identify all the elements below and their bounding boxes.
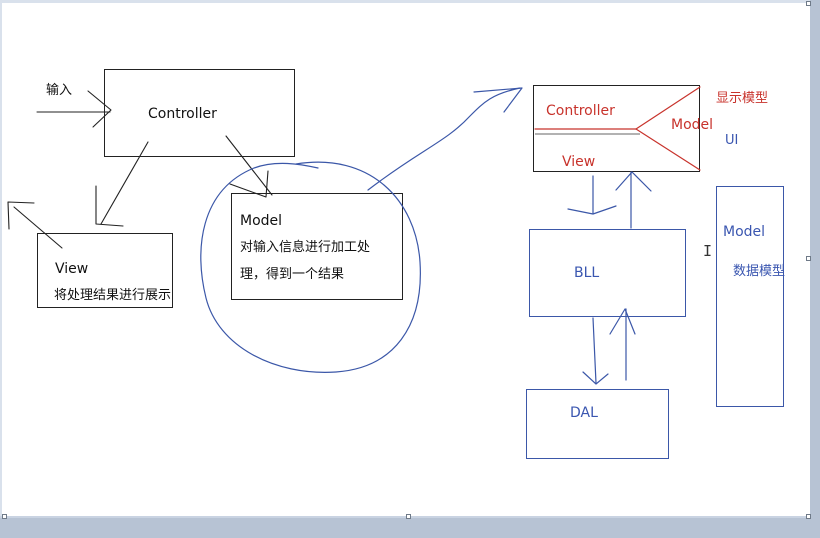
ui-view-label: View bbox=[562, 154, 596, 170]
model-title: Model bbox=[240, 213, 283, 229]
circle-to-ui-arrowhead bbox=[473, 87, 523, 113]
ui-box[interactable] bbox=[533, 85, 700, 172]
bll-to-dal-arrowhead bbox=[582, 371, 609, 385]
controller-to-view-arrow bbox=[100, 141, 149, 225]
model-description-line2: 理，得到一个结果 bbox=[240, 267, 345, 282]
bll-to-dal-arrow bbox=[592, 317, 597, 384]
dal-to-bll-arrowhead bbox=[609, 308, 636, 335]
vertical-scroll-region[interactable] bbox=[810, 0, 820, 538]
black-strokes bbox=[7, 90, 273, 249]
data-model-subtitle: 数据模型 bbox=[733, 264, 786, 279]
resize-handle-bottom-right[interactable] bbox=[806, 514, 811, 519]
controller-box[interactable] bbox=[104, 69, 295, 157]
ink-strokes bbox=[7, 86, 701, 385]
model-circle bbox=[200, 161, 421, 373]
input-arrowhead bbox=[87, 90, 112, 128]
blue-strokes bbox=[200, 87, 652, 385]
text-cursor-icon: I bbox=[703, 242, 713, 260]
data-model-title: Model bbox=[723, 224, 766, 240]
view-outward-arrowhead bbox=[7, 201, 35, 230]
model-arrowhead bbox=[229, 170, 269, 198]
ui-to-bll-arrowhead bbox=[567, 205, 617, 215]
dal-box[interactable] bbox=[526, 389, 669, 459]
controller-label: Controller bbox=[148, 106, 217, 122]
model-description-line1: 对输入信息进行加工处 bbox=[240, 240, 371, 255]
dal-label: DAL bbox=[570, 405, 598, 421]
data-model-box[interactable] bbox=[716, 186, 784, 407]
view-description: 将处理结果进行展示 bbox=[54, 288, 172, 303]
ui-model-label: Model bbox=[671, 117, 714, 133]
drawing-canvas[interactable]: 输入 Controller View 将处理结果进行展示 Model 对输入信息… bbox=[0, 0, 810, 516]
view-outward-arrow bbox=[13, 206, 63, 249]
horizontal-scroll-region[interactable] bbox=[0, 518, 820, 538]
display-model-label: 显示模型 bbox=[716, 91, 769, 106]
ui-fork-lower bbox=[635, 128, 701, 171]
model-box[interactable] bbox=[231, 193, 403, 300]
canvas-left-edge bbox=[0, 0, 2, 516]
resize-handle-bottom-middle[interactable] bbox=[406, 514, 411, 519]
resize-handle-right-middle[interactable] bbox=[806, 256, 811, 261]
view-title: View bbox=[55, 261, 89, 277]
resize-handle-top-right[interactable] bbox=[806, 1, 811, 6]
bll-to-ui-arrowhead bbox=[615, 171, 652, 192]
red-strokes bbox=[534, 86, 701, 171]
ui-label: UI bbox=[725, 133, 739, 148]
bll-box[interactable] bbox=[529, 229, 686, 317]
bll-label: BLL bbox=[574, 265, 600, 281]
ui-fork-upper bbox=[635, 86, 701, 130]
ui-controller-label: Controller bbox=[546, 103, 615, 119]
view-arrowhead bbox=[95, 185, 124, 227]
resize-handle-bottom-left[interactable] bbox=[2, 514, 7, 519]
controller-to-model-arrow bbox=[225, 135, 273, 196]
input-label: 输入 bbox=[46, 83, 73, 98]
view-box[interactable] bbox=[37, 233, 173, 308]
canvas-top-edge bbox=[0, 0, 810, 3]
circle-to-ui-arrow bbox=[367, 87, 521, 191]
